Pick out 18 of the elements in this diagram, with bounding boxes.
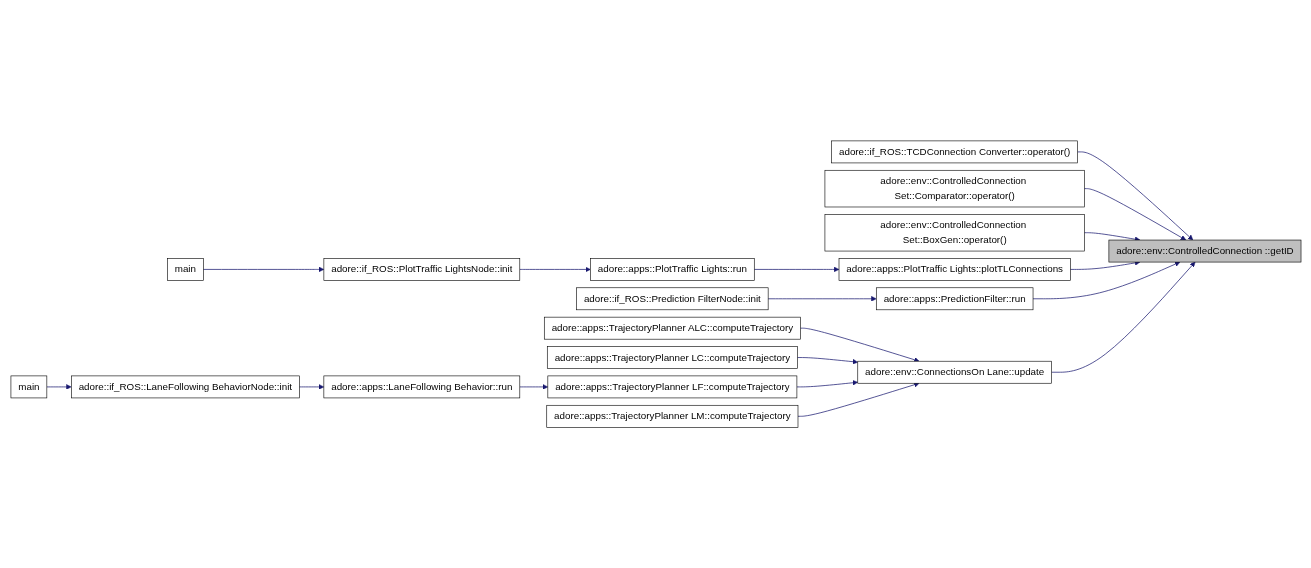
node-box: adore::env::ControlledConnection ::getID [1108, 239, 1301, 263]
node-box: adore::env::ConnectionsOn Lane::update [857, 360, 1052, 384]
node-box: adore::env::ControlledConnection Set::BoxGen::operator() [824, 213, 1085, 252]
node-box: adore::apps::TrajectoryPlanner LF::computeTrajectory [547, 375, 797, 399]
node-box: adore::apps::TrajectoryPlanner ALC::computeTrajectory [543, 316, 801, 340]
node-box: adore::apps::PlotTraffic Lights::run [589, 258, 755, 281]
node-box: main [10, 375, 47, 399]
node-box: adore::if_ROS::TCDConnection Converter::operator() [830, 140, 1078, 164]
node-box: adore::apps::PlotTraffic Lights::plotTLConnections [838, 258, 1071, 281]
node-box: adore::apps::TrajectoryPlanner LM::computeTrajectory [545, 404, 798, 428]
node-box: adore::if_ROS::LaneFollowing BehaviorNode::init [70, 375, 300, 399]
node-box: adore::apps::TrajectoryPlanner LC::computeTrajectory [546, 346, 798, 369]
node-box: adore::apps::LaneFollowing Behavior::run [323, 375, 520, 399]
node-box: main [166, 258, 204, 281]
node-box: adore::apps::PredictionFilter::run [875, 287, 1033, 310]
node-box: adore::if_ROS::Prediction FilterNode::init [575, 287, 768, 310]
node-box: adore::env::ControlledConnection Set::Comparator::operator() [824, 169, 1085, 208]
node-box: adore::if_ROS::PlotTraffic LightsNode::init [323, 258, 520, 281]
